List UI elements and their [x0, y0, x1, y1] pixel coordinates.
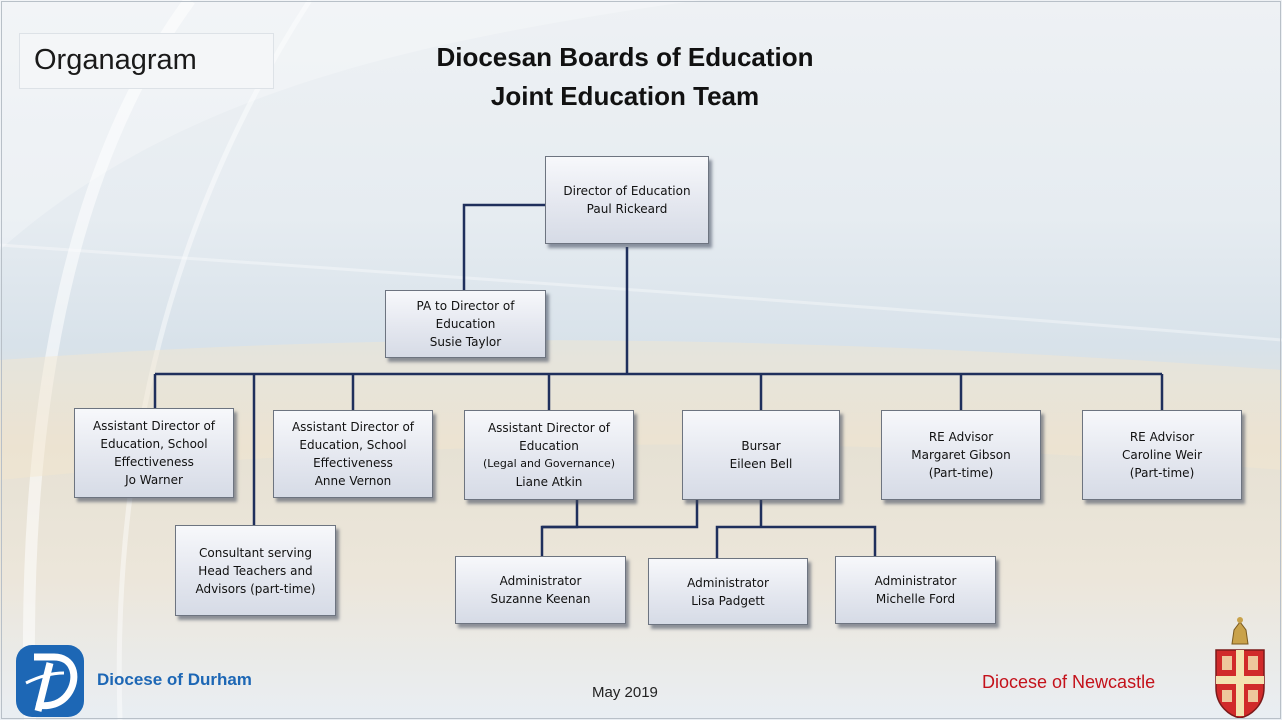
consultant-line-2: Head Teachers and: [198, 563, 313, 578]
ad1-line-2: Education, School: [100, 437, 208, 451]
admin2-name: Lisa Padgett: [691, 593, 765, 608]
consultant-box: Consultant serving Head Teachers and Adv…: [175, 525, 336, 616]
re-advisor-box-1: RE Advisor Margaret Gibson (Part-time): [881, 410, 1041, 500]
administrator-box-1: Administrator Suzanne Keenan: [455, 556, 626, 624]
ad1-line-3: Effectiveness: [114, 455, 194, 469]
pa-line-1: PA to Director of: [416, 299, 515, 313]
assistant-director-school-box-2: Assistant Director of Education, School …: [273, 410, 433, 498]
page-title: Diocesan Boards of Education Joint Educa…: [330, 38, 920, 116]
re2-name: Caroline Weir: [1121, 448, 1203, 462]
administrator-box-2: Administrator Lisa Padgett: [648, 558, 808, 625]
bursar-box: Bursar Eileen Bell: [682, 410, 840, 500]
administrator-box-3: Administrator Michelle Ford: [835, 556, 996, 624]
ad3-line-3: (Legal and Governance): [482, 457, 616, 470]
ad1-name: Jo Warner: [125, 473, 183, 487]
admin2-role: Administrator: [687, 575, 769, 590]
bursar-name: Eileen Bell: [729, 457, 793, 471]
director-box: Director of Education Paul Rickeard: [545, 156, 709, 244]
title-line-1: Diocesan Boards of Education: [436, 42, 814, 72]
pa-name: Susie Taylor: [429, 335, 502, 349]
ad3-name: Liane Atkin: [515, 475, 583, 489]
admin3-role: Administrator: [874, 574, 957, 588]
re1-note: (Part-time): [928, 466, 994, 480]
ad2-name: Anne Vernon: [314, 474, 392, 488]
admin3-name: Michelle Ford: [875, 592, 956, 606]
ad3-line-1: Assistant Director of: [487, 421, 611, 435]
bursar-role: Bursar: [741, 439, 781, 453]
durham-logo-icon: [16, 645, 84, 717]
ad2-line-1: Assistant Director of: [291, 420, 415, 434]
ad1-line-1: Assistant Director of: [92, 419, 216, 433]
assistant-director-school-box-1: Assistant Director of Education, School …: [74, 408, 234, 498]
re-advisor-box-2: RE Advisor Caroline Weir (Part-time): [1082, 410, 1242, 500]
diocese-of-durham-label: Diocese of Durham: [97, 670, 252, 689]
pa-box: PA to Director of Education Susie Taylor: [385, 290, 546, 358]
re1-role: RE Advisor: [928, 430, 994, 444]
admin1-role: Administrator: [499, 574, 582, 588]
title-line-2: Joint Education Team: [490, 81, 760, 111]
ad2-line-2: Education, School: [299, 438, 407, 452]
consultant-line-3: Advisors (part-time): [195, 581, 316, 596]
director-role: Director of Education: [563, 184, 691, 198]
re2-note: (Part-time): [1129, 466, 1195, 480]
date-label: May 2019: [592, 684, 658, 701]
director-name: Paul Rickeard: [586, 202, 668, 216]
admin1-name: Suzanne Keenan: [490, 592, 591, 606]
assistant-director-legal-box: Assistant Director of Education (Legal a…: [464, 410, 634, 500]
newcastle-crest-icon: [1215, 617, 1265, 719]
ad3-line-2: Education: [519, 439, 579, 453]
ad2-line-3: Effectiveness: [313, 456, 393, 470]
pa-line-2: Education: [435, 317, 496, 331]
consultant-line-1: Consultant serving: [199, 545, 312, 560]
diocese-of-newcastle-label: Diocese of Newcastle: [982, 672, 1156, 692]
header-box: [19, 33, 274, 89]
re2-role: RE Advisor: [1129, 430, 1195, 444]
organagram-label: Organagram: [34, 44, 197, 76]
re1-name: Margaret Gibson: [911, 448, 1011, 462]
